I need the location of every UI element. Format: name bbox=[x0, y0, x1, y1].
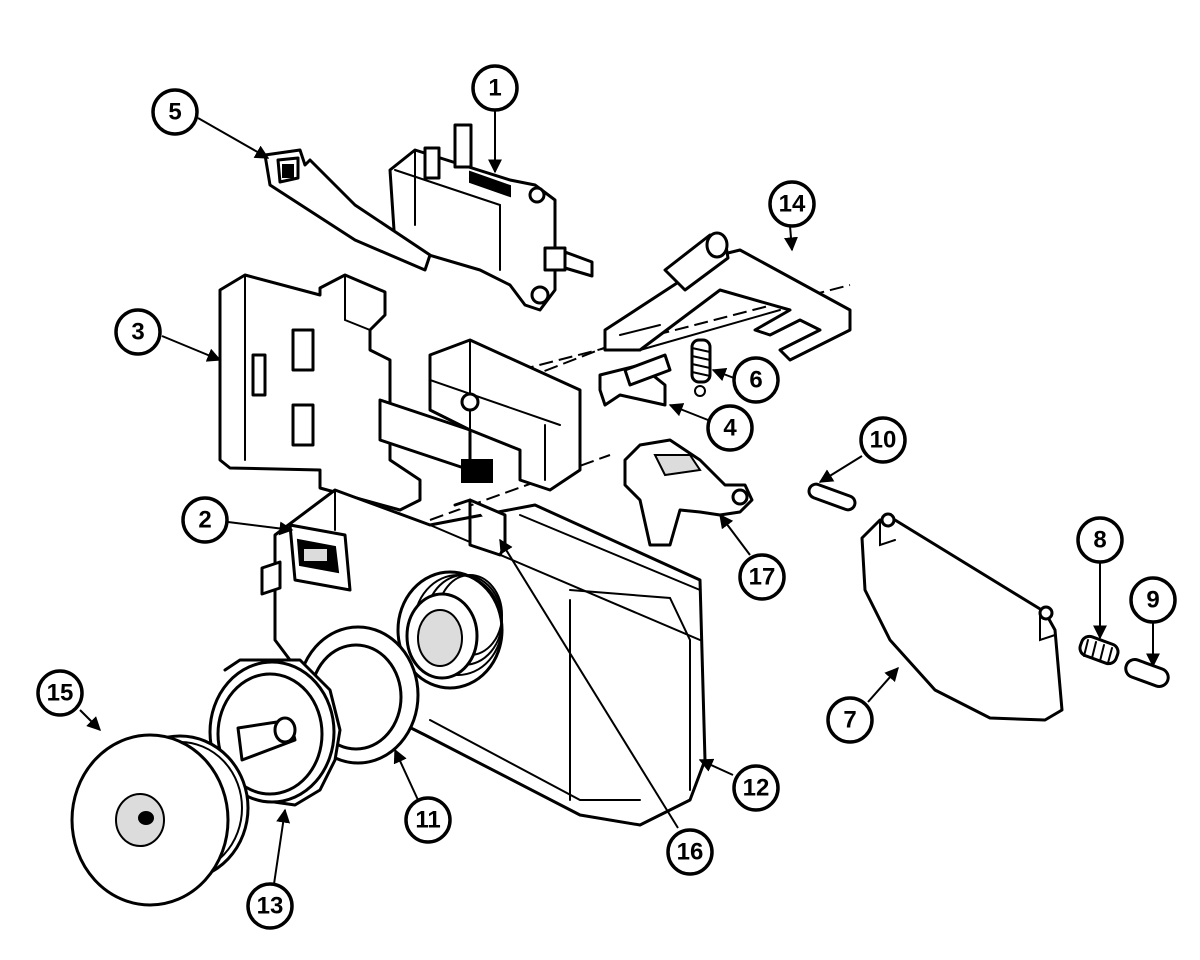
callout-1: 1 bbox=[471, 64, 519, 112]
callout-9-label: 9 bbox=[1146, 587, 1159, 614]
callout-2: 2 bbox=[181, 496, 229, 544]
part-15-knob bbox=[70, 716, 297, 907]
part-7-door-cover bbox=[860, 512, 1064, 722]
part-10-pin bbox=[807, 482, 857, 512]
callout-10: 10 bbox=[859, 416, 907, 464]
callout-13: 13 bbox=[246, 882, 294, 930]
callout-17: 17 bbox=[738, 553, 786, 601]
callout-10-label: 10 bbox=[870, 427, 897, 454]
callout-13-label: 13 bbox=[257, 893, 284, 920]
callout-14-label: 14 bbox=[779, 191, 806, 218]
callout-5-label: 5 bbox=[168, 99, 181, 126]
callout-12: 12 bbox=[732, 764, 780, 812]
callout-1-label: 1 bbox=[488, 75, 501, 102]
callout-3: 3 bbox=[114, 308, 162, 356]
callout-5: 5 bbox=[151, 88, 199, 136]
part-17-cam bbox=[623, 438, 754, 547]
part-5-actuator-lever bbox=[263, 148, 432, 272]
part-14-latch-arm bbox=[598, 231, 852, 407]
callout-4: 4 bbox=[706, 404, 754, 452]
callout-8-label: 8 bbox=[1093, 527, 1106, 554]
part-3-mounting-bracket bbox=[218, 273, 472, 512]
part-1-switch bbox=[388, 123, 594, 312]
callout-16-label: 16 bbox=[677, 839, 704, 866]
callout-3-label: 3 bbox=[131, 319, 144, 346]
callout-11-label: 11 bbox=[415, 807, 440, 834]
callout-11: 11 bbox=[404, 796, 452, 844]
callout-7: 7 bbox=[826, 696, 874, 744]
callout-6: 6 bbox=[732, 356, 780, 404]
part-8-spring bbox=[1078, 634, 1120, 666]
part-9-pin bbox=[1124, 658, 1170, 688]
part-12-dispenser-housing bbox=[260, 488, 707, 827]
callout-9: 9 bbox=[1129, 576, 1177, 624]
callout-6-label: 6 bbox=[749, 367, 762, 394]
callout-12-label: 12 bbox=[743, 775, 770, 802]
part-6-spring bbox=[690, 338, 712, 397]
callout-4-label: 4 bbox=[723, 415, 737, 442]
callout-16: 16 bbox=[666, 828, 714, 876]
callout-15-label: 15 bbox=[47, 680, 74, 707]
leader-lines bbox=[79, 110, 1160, 885]
callout-15: 15 bbox=[36, 669, 84, 717]
callout-14: 14 bbox=[768, 180, 816, 228]
callout-8: 8 bbox=[1076, 516, 1124, 564]
callout-17-label: 17 bbox=[749, 564, 776, 591]
latch-housing bbox=[428, 338, 582, 492]
callout-7-label: 7 bbox=[843, 707, 856, 734]
callout-2-label: 2 bbox=[198, 507, 211, 534]
